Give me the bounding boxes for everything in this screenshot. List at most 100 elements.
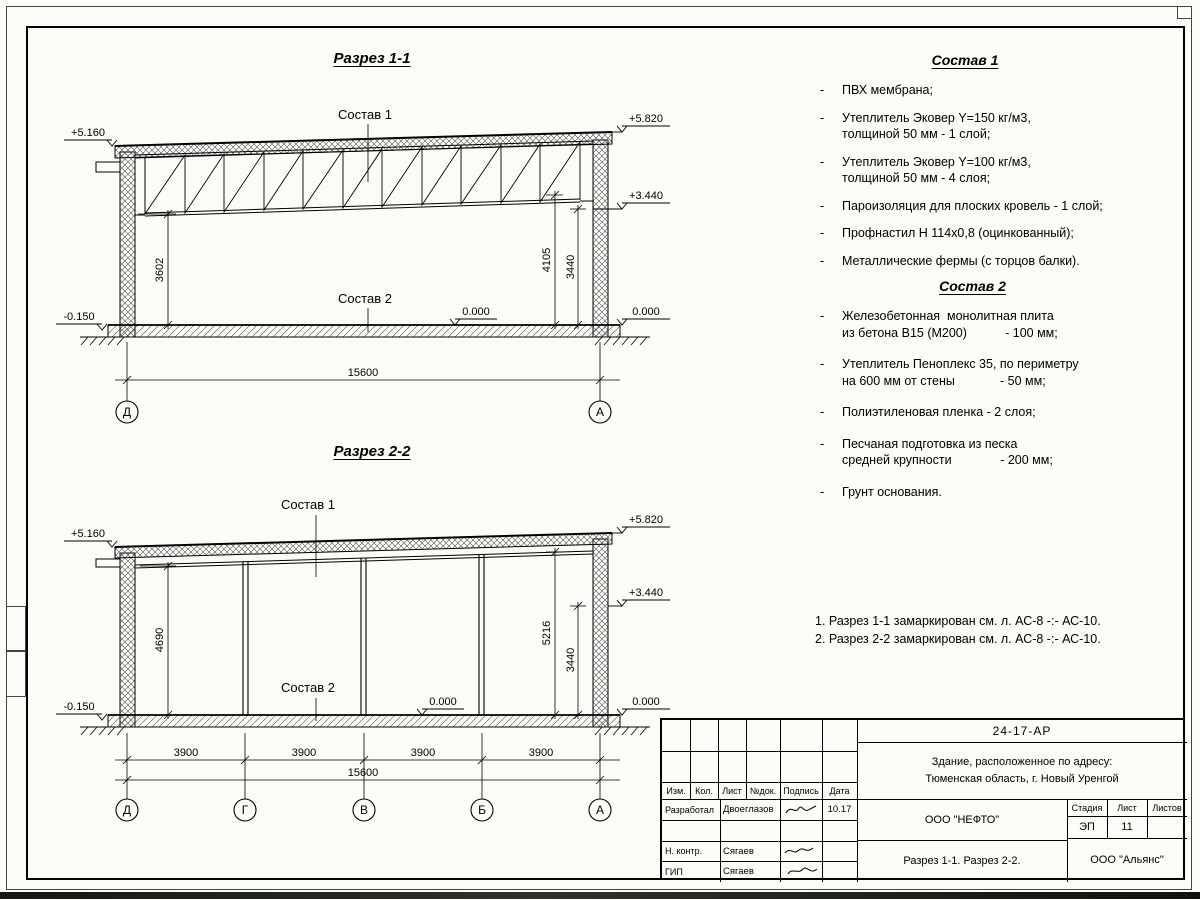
list-item-text: Утеплитель Пеноплекс 35, по периметру на… xyxy=(842,357,1079,388)
composition-2-callout: Состав 2 xyxy=(338,291,392,306)
left-margin-cell xyxy=(6,606,26,651)
dim-right-height-2 xyxy=(570,601,586,720)
tb-line xyxy=(662,799,1187,800)
bullet-dash: - xyxy=(820,405,825,419)
tb-org-alliance: ООО "Альянс" xyxy=(1090,854,1164,866)
composition-1-list: Состав 1 -ПВХ мембрана; -Утеплитель Эков… xyxy=(800,52,1130,280)
bullet-dash: - xyxy=(820,198,825,213)
scan-edge-artifact xyxy=(0,892,1200,899)
dim-label: 15600 xyxy=(348,367,379,379)
list-item: -Железобетонная монолитная плита из бето… xyxy=(800,308,1145,341)
composition-2-list: Состав 2 -Железобетонная монолитная плит… xyxy=(800,278,1145,515)
elevation-label: 0.000 xyxy=(462,306,490,318)
tb-line xyxy=(1107,799,1108,838)
dim-left-height xyxy=(140,561,176,720)
elev-mark-mid-zero xyxy=(449,318,497,326)
axis-bubble-a: А xyxy=(596,803,604,817)
tb-sheet-value: 11 xyxy=(1121,821,1133,833)
axis-bubble-d: Д xyxy=(123,803,131,817)
elev-mark-right-top xyxy=(612,125,670,133)
signature xyxy=(784,847,814,854)
elevation-label: +5.820 xyxy=(629,113,663,125)
dim-label: 3900 xyxy=(292,747,316,759)
tb-line xyxy=(857,742,1187,743)
list-item-text: Полиэтиленовая пленка - 2 слоя; xyxy=(842,405,1036,419)
elev-mark-left-low xyxy=(56,323,108,331)
elevation-label: 0.000 xyxy=(632,306,660,318)
tb-line xyxy=(1067,816,1187,817)
tb-line xyxy=(1067,838,1187,839)
list-item: -Грунт основания. xyxy=(800,484,1145,501)
section-2-drawing: Состав 1 Состав 2 4690 5216 3440 3900 39… xyxy=(56,497,670,822)
list-item: - Металлические фермы (с торцов балки). xyxy=(800,253,1130,270)
bullet-dash: - xyxy=(820,110,825,125)
note-line: 1. Разрез 1-1 замаркирован см. л. АС-8 -… xyxy=(815,614,1101,628)
list-item-text: Металлические фермы (с торцов балки). xyxy=(842,253,1080,268)
list-item: - Утеплитель Эковер Y=150 кг/м3, толщиной… xyxy=(800,110,1130,143)
left-margin-cell xyxy=(6,651,26,697)
dim-label: 3440 xyxy=(565,648,577,672)
dim-label: 4690 xyxy=(154,628,166,652)
dim-label: 3900 xyxy=(411,747,435,759)
elevation-label: +5.160 xyxy=(71,528,105,540)
tb-line xyxy=(1067,799,1068,882)
list-item-text: Утеплитель Эковер Y=100 кг/м3, толщиной … xyxy=(842,154,1031,186)
ground-line xyxy=(80,726,650,736)
elev-mark-left-top xyxy=(64,139,118,147)
elevation-label: +3.440 xyxy=(629,190,663,202)
elevation-label: +5.160 xyxy=(71,127,105,139)
list-item: - Пароизоляция для плоских кровель - 1 сл… xyxy=(800,198,1130,215)
axis-bubbles xyxy=(115,400,612,424)
tb-line xyxy=(822,720,823,882)
tb-col-izm: Изм. xyxy=(666,785,686,796)
elev-mark-mid-zero xyxy=(416,708,464,716)
tb-date-developer: 10.17 xyxy=(827,804,852,815)
elev-mark-right-mid xyxy=(593,202,670,210)
bullet-dash: - xyxy=(820,253,825,268)
dim-bays xyxy=(115,733,620,799)
elevation-label: +3.440 xyxy=(629,587,663,599)
bullet-dash: - xyxy=(820,226,825,240)
dim-label: 3900 xyxy=(174,747,198,759)
tb-line xyxy=(662,751,857,752)
notes: 1. Разрез 1-1 замаркирован см. л. АС-8 -… xyxy=(815,612,1175,648)
elev-mark-right-zero xyxy=(616,708,670,716)
elevation-label: -0.150 xyxy=(63,701,94,713)
axis-bubble-g: Г xyxy=(242,803,249,817)
section-1-drawing: Состав 1 Состав 2 3602 4105 3440 15600 +… xyxy=(56,107,670,424)
tb-col-ndoc: №док. xyxy=(749,785,777,796)
tb-sheets-header: Листов xyxy=(1152,802,1182,813)
tb-col-podpis: Подпись xyxy=(783,785,819,796)
list-item-text: Профнастил Н 114х0,8 (оцинкованный); xyxy=(842,226,1074,240)
sheet-outer-border xyxy=(6,6,1192,890)
signature xyxy=(787,867,818,875)
list-item-text: Грунт основания. xyxy=(842,484,942,499)
elev-mark-left-top xyxy=(64,540,118,548)
list-item: - Утеплитель Пеноплекс 35, по периметру н… xyxy=(800,356,1145,389)
tb-doc-code: 24-17-АР xyxy=(992,724,1052,738)
elev-mark-right-top xyxy=(612,526,670,534)
composition-1-callout: Состав 1 xyxy=(281,497,335,512)
composition-1-title: Состав 1 xyxy=(931,52,999,68)
tb-line xyxy=(690,720,691,799)
dim-label: 4105 xyxy=(541,248,553,272)
section-2-title: Разрез 2-2 xyxy=(333,443,411,460)
dim-right-height-1 xyxy=(546,547,563,720)
tb-sheet-subject: Разрез 1-1. Разрез 2-2. xyxy=(903,855,1021,867)
list-item-text: Пароизоляция для плоских кровель - 1 сло… xyxy=(842,198,1103,213)
composition-1-callout: Состав 1 xyxy=(338,107,392,122)
tb-stage-value: ЭП xyxy=(1079,821,1095,833)
bullet-dash: - xyxy=(820,357,825,371)
axis-bubble-b: Б xyxy=(478,803,486,817)
dim-right-height-1 xyxy=(546,190,563,330)
floor-slab xyxy=(107,324,621,338)
tb-line xyxy=(857,840,1067,841)
tb-name-developer: Двоеглазов xyxy=(723,804,774,815)
list-item-text: Утеплитель Эковер Y=150 кг/м3, толщиной … xyxy=(842,110,1031,142)
dim-label: 15600 xyxy=(348,767,379,779)
format-corner-box xyxy=(1177,6,1192,19)
elevation-label: +5.820 xyxy=(629,514,663,526)
elevation-label: 0.000 xyxy=(632,696,660,708)
note-line: 2. Разрез 2-2 замаркирован см. л. АС-8 -… xyxy=(815,632,1101,647)
